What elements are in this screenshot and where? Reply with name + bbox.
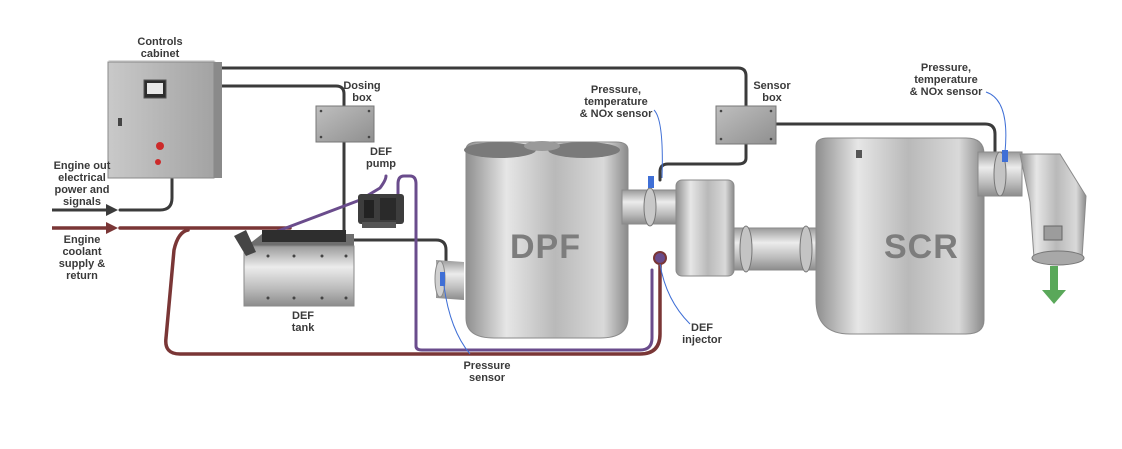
callout-lines: [443, 91, 1007, 355]
dpf-title: DPF: [510, 228, 581, 266]
dpf-outlet-sensor-icon: [648, 176, 654, 188]
coolant-return-loop: [164, 228, 662, 356]
sensor-box-label: Sensor box: [753, 80, 791, 104]
signal-lines: [118, 66, 997, 272]
engine-coolant-label: Engine coolant supply & return: [58, 234, 106, 282]
sensor-2-callout-line: [985, 91, 1007, 153]
def-injector-icon: [653, 251, 667, 265]
def-lines: [268, 174, 654, 352]
sensors: [440, 150, 1008, 286]
pressure-sensor-label: Pressure sensor: [463, 360, 511, 384]
emergency-stop-icon: [156, 142, 164, 150]
dosing-box: [315, 105, 375, 143]
dosing-box-label: Dosing box: [343, 80, 381, 104]
exhaust-out-arrow-icon: [1042, 266, 1066, 304]
sensor-1-callout-line: [653, 109, 663, 179]
def-injector-label: DEF injector: [682, 322, 722, 346]
def-tank: [234, 230, 355, 307]
engine-out-label: Engine out electrical power and signals: [53, 160, 111, 208]
scr-unit: [815, 137, 1087, 335]
cabinet-to-dosing-box-line: [212, 84, 346, 110]
pt-nox-sensor-2-label: Pressure, temperature & NOx sensor: [909, 62, 983, 98]
injector-callout-line: [659, 263, 691, 325]
pt-nox-sensor-1-label: Pressure, temperature & NOx sensor: [579, 84, 653, 120]
def-tank-to-pump-line: [268, 174, 388, 236]
tank-to-dpf-line: [350, 238, 448, 272]
dpf-unit: [434, 141, 629, 339]
coolant-arrow-icon: [106, 222, 118, 234]
mixer-section: [621, 179, 821, 277]
engine-out-line: [118, 176, 174, 212]
engine-out-arrow-icon: [106, 204, 118, 216]
def-tank-label: DEF tank: [291, 310, 315, 334]
def-pump-return-line: [396, 174, 654, 352]
controls-cabinet: [107, 60, 222, 179]
scr-title: SCR: [884, 228, 959, 266]
sensor-box-to-scr-sensor-line: [772, 122, 997, 154]
input-arrows: [52, 204, 118, 234]
def-pump-label: DEF pump: [366, 146, 396, 170]
cabinet-to-sensor-box-line: [212, 66, 748, 110]
sensor-box-to-sensor-line: [658, 140, 748, 182]
controls-cabinet-label: Controls cabinet: [137, 36, 183, 60]
scr-outlet-sensor-icon: [1002, 150, 1008, 162]
pressure-sensor-callout-line: [443, 285, 471, 355]
coolant-lines: [118, 226, 662, 356]
def-pump: [358, 194, 404, 228]
sensor-box: [715, 105, 777, 145]
dpf-inlet-pressure-sensor-icon: [440, 272, 445, 286]
